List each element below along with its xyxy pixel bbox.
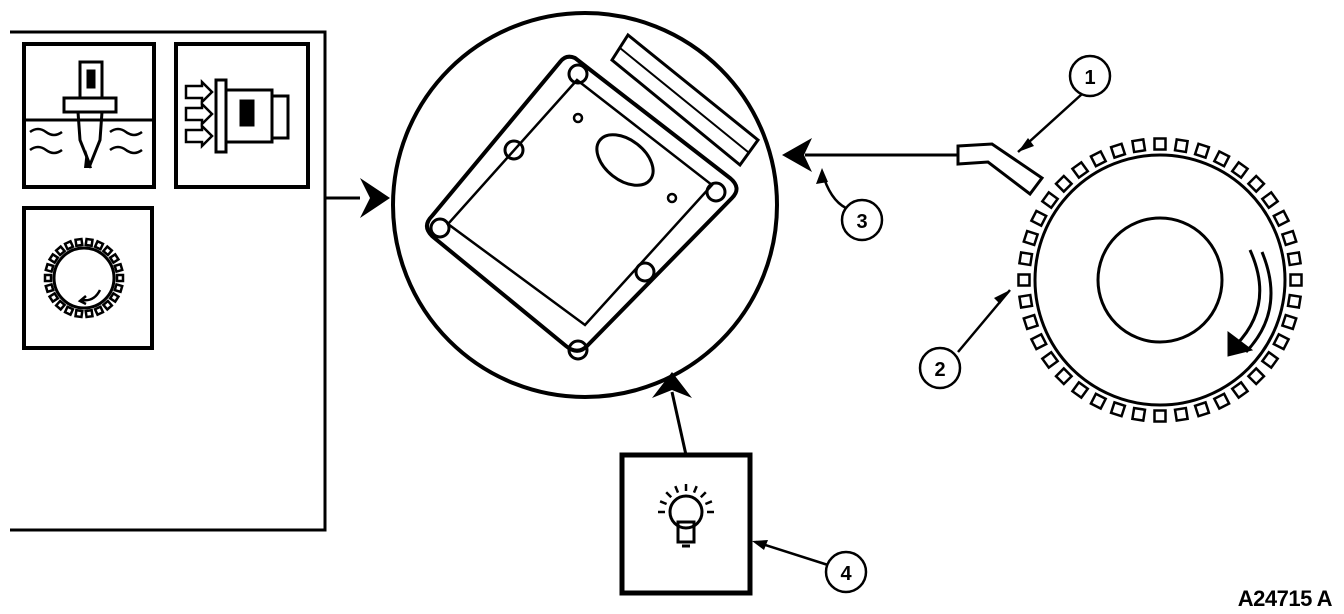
control-module-icon — [391, 11, 779, 399]
output-arrow — [652, 372, 692, 456]
airflow-sensor-icon — [174, 42, 310, 189]
pickup-arrow — [782, 138, 958, 172]
warning-lamp-bulb-icon — [619, 452, 753, 596]
callout-2-label: 2 — [934, 359, 945, 381]
callout-4: 4 — [752, 540, 868, 594]
speed-sensor-pickup-icon — [956, 142, 1045, 197]
temperature-sensor-icon — [22, 42, 156, 189]
callout-3-label: 3 — [856, 211, 867, 233]
figure-id: A24715 A — [1237, 586, 1333, 611]
toothed-reluctor-wheel-icon — [1017, 137, 1303, 423]
callout-1-label: 1 — [1084, 67, 1095, 89]
rotation-arrow-icon — [1227, 249, 1273, 357]
input-sensors-panel — [10, 30, 327, 532]
input-arrow — [325, 178, 390, 218]
callout-4-label: 4 — [840, 563, 852, 585]
callout-3: 3 — [816, 168, 884, 242]
callout-1: 1 — [1017, 54, 1112, 153]
toothed-wheel-sensor-icon — [22, 206, 154, 350]
callout-2: 2 — [918, 289, 1011, 390]
